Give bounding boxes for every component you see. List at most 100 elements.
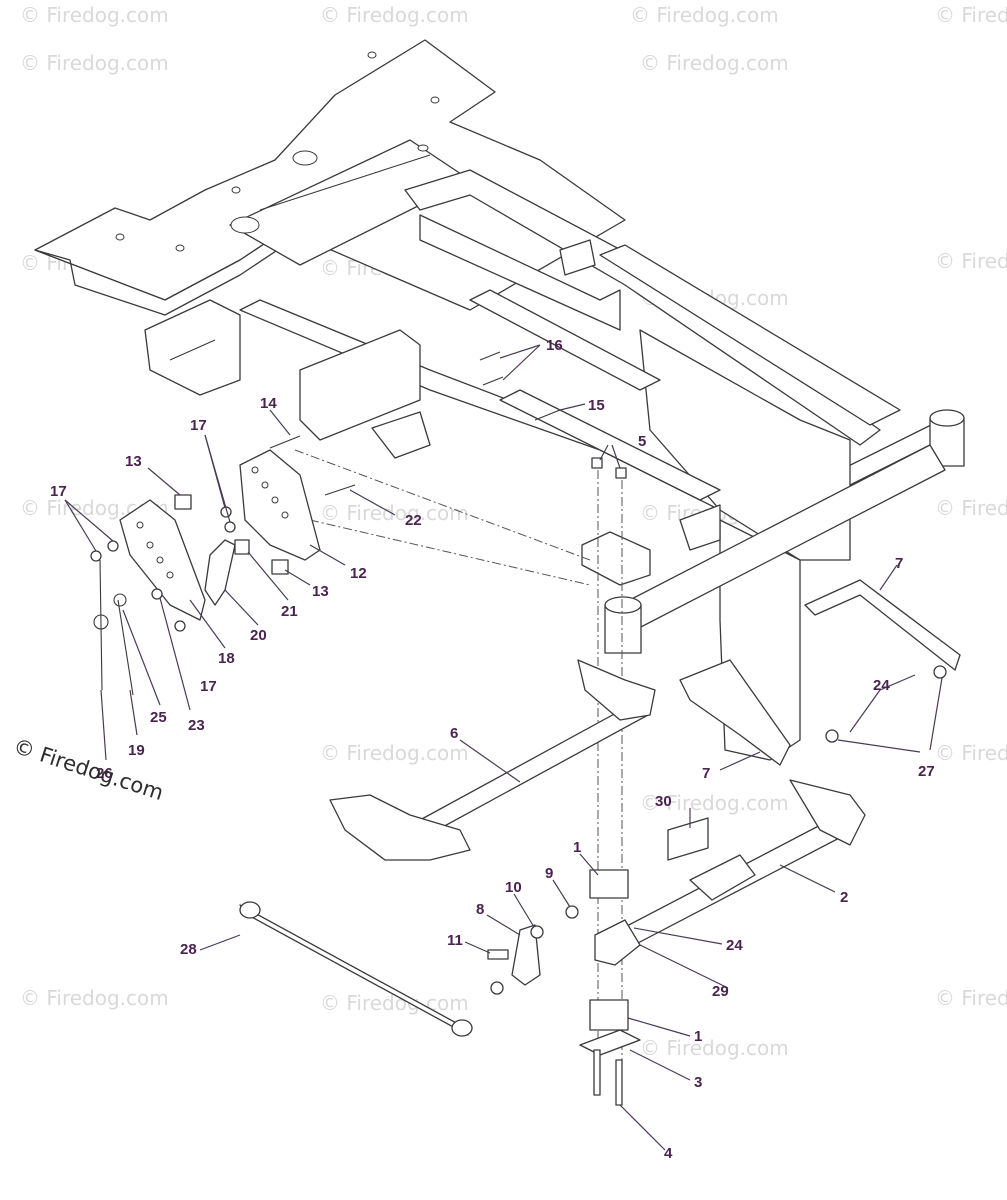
link-28 (239, 904, 469, 1036)
pin-19 (117, 599, 134, 696)
nut-17 (107, 540, 119, 552)
plate-hole (156, 556, 164, 564)
bushing-1-lower (589, 999, 629, 1031)
top-tab (559, 239, 596, 276)
platform-hole (292, 150, 318, 166)
platform-hole (230, 216, 260, 234)
arm-6-right (577, 659, 656, 721)
channel-edge (259, 154, 431, 211)
washer-27 (825, 729, 839, 743)
cable-ring (93, 614, 109, 630)
callout-17: 17 (200, 678, 217, 695)
leader-19 (129, 689, 138, 736)
lift-assembly (90, 351, 561, 696)
pedal-2 (689, 854, 756, 901)
leader-27 (929, 677, 943, 751)
watermark: © Firedog.com (20, 51, 169, 75)
leader-7 (719, 751, 761, 771)
callout-1: 1 (573, 839, 581, 856)
bolt-11 (487, 949, 509, 960)
callout-6: 6 (450, 725, 458, 742)
leader-5 (611, 444, 621, 469)
spacer-13 (271, 559, 289, 575)
leader-7 (879, 564, 898, 591)
rear-housing (639, 329, 851, 561)
plate-hole (261, 481, 269, 489)
leader-2 (779, 864, 836, 893)
bolt-14 (269, 435, 301, 449)
watermark: © Firedog.com (320, 3, 469, 27)
steering-arms (679, 579, 961, 766)
leader-16 (499, 344, 541, 359)
leader-4 (619, 1104, 666, 1151)
decal-30 (667, 817, 709, 861)
bolt-15 (534, 409, 561, 421)
callout-11: 11 (447, 932, 463, 949)
nut-17 (174, 620, 186, 632)
callout-9: 9 (545, 865, 553, 882)
callout-1: 1 (694, 1028, 702, 1045)
washer-10 (530, 925, 544, 939)
nut-5 (615, 467, 627, 479)
platform-hole (417, 144, 429, 152)
leader-21 (247, 551, 289, 601)
plate-hole (251, 466, 259, 474)
pivot-tube-left-top (604, 596, 642, 614)
leader-28 (199, 934, 241, 951)
watermark: © Firedog.com (935, 496, 1007, 520)
callout-4: 4 (664, 1145, 673, 1162)
callout-17: 17 (50, 483, 67, 500)
leader-6 (459, 739, 521, 783)
callout-23: 23 (188, 717, 205, 734)
callouts: 16 15 14 5 17 13 17 22 12 13 21 20 18 17… (50, 337, 935, 1162)
bolt-4 (615, 1059, 623, 1106)
callout-24: 24 (726, 937, 743, 954)
watermark: © Firedog.com (20, 986, 169, 1010)
platform-hole (231, 186, 241, 194)
bracket-edge (169, 339, 216, 361)
bushing-21 (234, 539, 250, 555)
nut-23 (151, 588, 163, 600)
platform-hole (175, 244, 185, 252)
plate-hole (166, 571, 174, 579)
leader-1 (579, 853, 599, 876)
centerline (294, 449, 591, 561)
callout-8: 8 (476, 901, 484, 918)
nut-9 (565, 905, 579, 919)
watermark: © Firedog.com (20, 3, 169, 27)
lower-rail (499, 389, 721, 501)
watermark: © Firedog.com (320, 501, 469, 525)
leader-12 (309, 544, 346, 566)
platform-edge (34, 229, 286, 316)
leader-25 (122, 609, 161, 706)
callout-27: 27 (918, 763, 935, 780)
leader-11 (464, 941, 491, 954)
bolt-16 (479, 351, 501, 361)
watermark: © Firedog.com (640, 791, 789, 815)
callout-14: 14 (260, 395, 277, 412)
steering-bracket (581, 531, 651, 586)
callout-29: 29 (712, 983, 729, 1000)
callout-7: 7 (702, 765, 710, 782)
pivot-tube-top (929, 409, 965, 427)
leader-22 (349, 489, 396, 516)
inner-rail (469, 289, 661, 391)
leader-1 (627, 1017, 691, 1037)
lift-plate-12 (239, 449, 321, 561)
pin-ring (113, 593, 127, 607)
lift-bracket (371, 411, 431, 459)
leader-17 (64, 499, 114, 542)
callout-25: 25 (150, 709, 167, 726)
link-28-end (451, 1019, 473, 1037)
platform-hole (367, 51, 377, 59)
arm-7-lower (679, 659, 791, 766)
leader-5 (599, 444, 609, 461)
arm-2-right (789, 779, 866, 846)
callout-24: 24 (873, 677, 890, 694)
washer-27 (933, 665, 947, 679)
leader-13 (284, 569, 311, 586)
callout-5: 5 (638, 433, 646, 450)
arm-7-upper (804, 579, 961, 671)
callout-26: 26 (96, 765, 113, 782)
leader-lines (64, 344, 943, 1151)
